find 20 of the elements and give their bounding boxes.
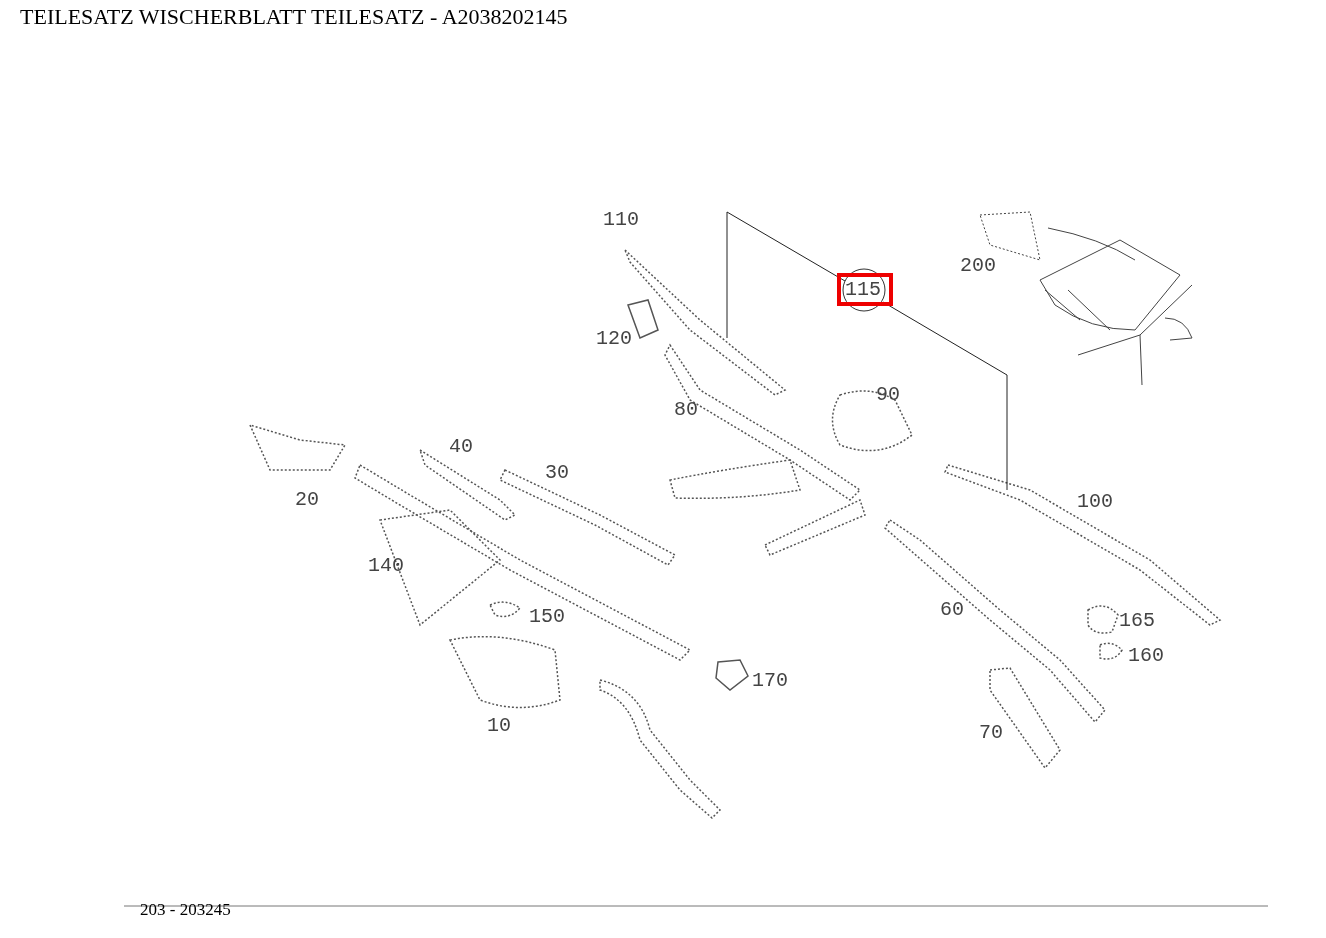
callout-number: 120 (596, 327, 632, 350)
callout-number: 90 (876, 383, 900, 406)
callout-number: 60 (940, 598, 964, 621)
callout-number: 115 (845, 278, 881, 301)
callout-number: 20 (295, 488, 319, 511)
callout-number: 200 (960, 254, 996, 277)
callout-number: 30 (545, 461, 569, 484)
callout-number: 80 (674, 398, 698, 421)
callout-number: 70 (979, 721, 1003, 744)
callout-number: 140 (368, 554, 404, 577)
callout-number: 100 (1077, 490, 1113, 513)
callout-number: 160 (1128, 644, 1164, 667)
callout-number: 10 (487, 714, 511, 737)
footer-caption: 203 - 203245 (140, 900, 231, 920)
callout-number: 165 (1119, 609, 1155, 632)
callout-number: 40 (449, 435, 473, 458)
page-title: TEILESATZ WISCHERBLATT TEILESATZ - A2038202145 (20, 4, 568, 30)
callout-number: 110 (603, 208, 639, 231)
callout-number: 170 (752, 669, 788, 692)
callout-number: 150 (529, 605, 565, 628)
